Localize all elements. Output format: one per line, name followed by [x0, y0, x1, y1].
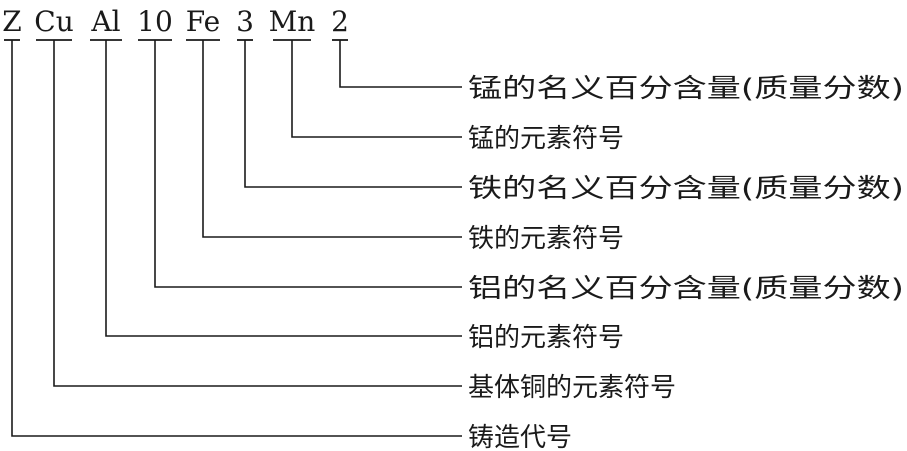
connector-casting-code [11, 40, 462, 437]
connector-cu-symbol [53, 40, 462, 387]
connector-mn-symbol [291, 40, 462, 138]
code-part-mn: Mn [269, 5, 316, 38]
code-part-z: Z [2, 5, 21, 38]
code-part-cu: Cu [34, 5, 73, 38]
connector-mn-content [339, 40, 462, 88]
description-al-symbol: 铝的元素符号 [468, 323, 624, 353]
code-part-10: 10 [137, 5, 173, 38]
description-cu-symbol: 基体铜的元素符号 [468, 373, 676, 403]
code-part-3: 3 [236, 5, 254, 38]
description-mn-symbol: 锰的元素符号 [468, 124, 624, 154]
description-mn-content: 锰的名义百分含量(质量分数) [468, 74, 904, 104]
code-part-2: 2 [331, 5, 349, 38]
description-fe-content: 铁的名义百分含量(质量分数) [468, 174, 904, 204]
code-part-al: Al [90, 5, 120, 38]
description-casting-code: 铸造代号 [468, 423, 572, 451]
connector-fe-symbol [202, 40, 462, 238]
description-al-content: 铝的名义百分含量(质量分数) [468, 274, 904, 304]
connector-al-symbol [105, 40, 462, 337]
connector-fe-content [244, 40, 462, 188]
connector-al-content [154, 40, 462, 288]
code-part-fe: Fe [186, 5, 220, 38]
description-fe-symbol: 铁的元素符号 [468, 224, 624, 254]
